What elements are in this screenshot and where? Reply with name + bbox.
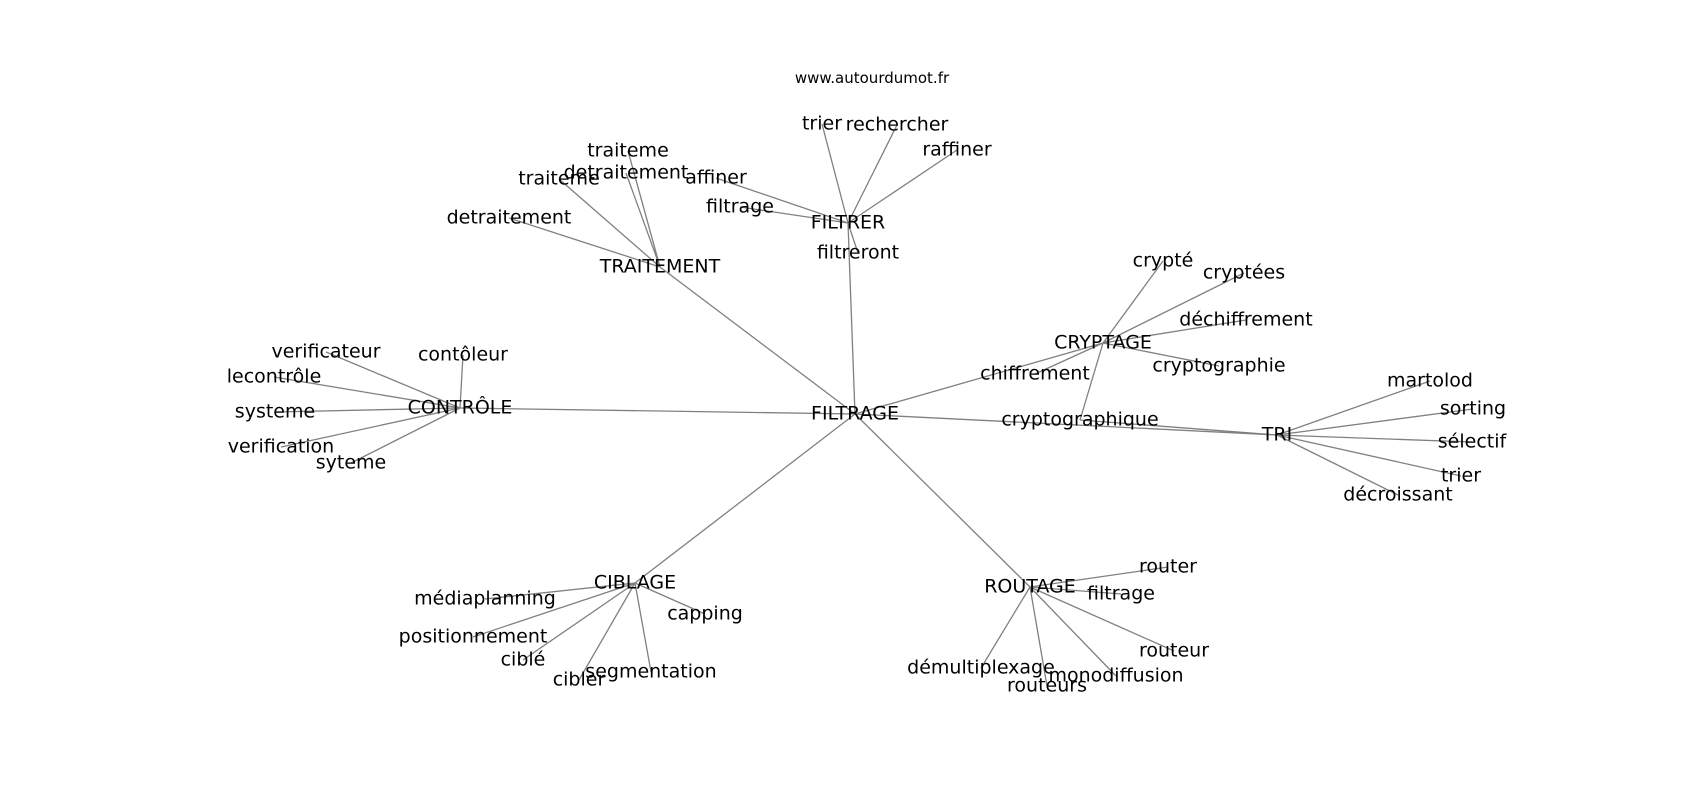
edge-ciblage-segmentation (634, 582, 652, 673)
node-trier_t[interactable]: trier (1441, 465, 1481, 487)
edge-filtrage-traitement (659, 266, 856, 415)
edge-tri-martolod (1276, 380, 1431, 436)
edge-tri-trier_t (1276, 434, 1462, 477)
node-affiner[interactable]: affiner (685, 167, 747, 189)
edge-cryptage-cryptographique (1079, 342, 1104, 421)
node-demultiplexage[interactable]: démultiplexage (907, 657, 1055, 679)
edge-filtrage-cryptage (854, 342, 1104, 415)
node-routage[interactable]: ROUTAGE (984, 576, 1076, 598)
edge-tri-cryptographique (1079, 419, 1278, 436)
node-lecontrole[interactable]: lecontrôle (227, 366, 322, 388)
node-cryptage[interactable]: CRYPTAGE (1054, 332, 1152, 354)
edge-filtrer-rechercher (847, 124, 898, 224)
node-contoleur[interactable]: contôleur (418, 344, 508, 366)
node-cryptees[interactable]: cryptées (1203, 262, 1285, 284)
edge-filtrage-ciblage (634, 413, 856, 584)
edge-controle-lecontrole (273, 376, 461, 409)
edge-ciblage-mediaplanning (484, 582, 636, 600)
edge-controle-verificateur (325, 351, 461, 409)
node-segmentation[interactable]: segmentation (585, 661, 716, 683)
node-tri[interactable]: TRI (1261, 424, 1292, 446)
node-trier[interactable]: trier (802, 113, 842, 135)
node-traiteme2[interactable]: traiteme (518, 168, 600, 190)
edge-tri-selectif (1276, 434, 1473, 443)
edge-controle-systeme (274, 407, 461, 413)
node-crypte[interactable]: crypté (1133, 250, 1194, 272)
node-routeur[interactable]: routeur (1139, 640, 1209, 662)
edge-controle-verification (280, 407, 461, 448)
edge-ciblage-capping (634, 582, 706, 615)
node-positionnement[interactable]: positionnement (399, 626, 548, 648)
node-monodiffusion[interactable]: monodiffusion (1048, 665, 1183, 687)
edge-routage-routeurs (1029, 586, 1048, 687)
edge-routage-router (1029, 566, 1169, 588)
node-rechercher[interactable]: rechercher (846, 114, 949, 136)
node-capping[interactable]: capping (667, 603, 743, 625)
node-systeme[interactable]: systeme (235, 401, 315, 423)
node-syteme[interactable]: syteme (316, 452, 386, 474)
node-martolod[interactable]: martolod (1387, 370, 1473, 392)
edge-filtrer-trier (821, 123, 849, 224)
edge-filtrage-filtrer (847, 222, 856, 415)
edge-routage-demultiplexage (980, 586, 1031, 669)
edge-routage-monodiffusion (1029, 586, 1117, 677)
edge-cryptage-chiffrement (1034, 342, 1104, 375)
node-raffiner[interactable]: raffiner (922, 139, 992, 161)
node-filtreront[interactable]: filtreront (817, 242, 899, 264)
node-filtrage_r[interactable]: filtrage (1087, 583, 1155, 605)
node-verificateur[interactable]: verificateur (271, 341, 380, 363)
node-filtrer[interactable]: FILTRER (811, 212, 886, 234)
node-dechiffrement[interactable]: déchiffrement (1179, 309, 1312, 331)
node-ciblage[interactable]: CIBLAGE (594, 572, 676, 594)
edge-traitement-detraitement2 (508, 217, 661, 268)
node-cryptographie[interactable]: cryptographie (1152, 355, 1285, 377)
edge-routage-routeur (1029, 586, 1175, 652)
edge-traitement-traiteme2 (558, 178, 661, 268)
node-router[interactable]: router (1139, 556, 1197, 578)
node-selectif[interactable]: sélectif (1438, 431, 1508, 453)
edge-filtrer-filtrage_f (739, 206, 849, 224)
graph-edges (273, 123, 1474, 687)
node-verification[interactable]: verification (228, 436, 334, 458)
node-mediaplanning[interactable]: médiaplanning (414, 588, 556, 610)
edge-ciblage-cibler (578, 582, 636, 681)
edge-cryptage-cryptographie (1102, 342, 1220, 367)
node-cibler[interactable]: cibler (553, 669, 606, 691)
edge-ciblage-positionnement (472, 582, 636, 638)
edge-filtrage-routage (854, 413, 1031, 588)
edge-filtrage-tri (854, 413, 1278, 436)
edge-tri-decroissant (1276, 434, 1399, 496)
node-sorting[interactable]: sorting (1440, 398, 1506, 420)
edge-cryptage-crypte (1102, 260, 1164, 344)
edge-controle-syteme (350, 407, 461, 464)
edge-filtrer-filtreront (847, 222, 859, 254)
edge-controle-contoleur (459, 354, 464, 409)
node-detraitement1[interactable]: detraitement (564, 162, 689, 184)
edge-filtrer-affiner (715, 177, 849, 224)
node-cryptographique[interactable]: cryptographique (1001, 409, 1158, 431)
node-detraitement2[interactable]: detraitement (447, 207, 572, 229)
edge-routage-filtrage_r (1029, 586, 1122, 595)
edge-tri-sorting (1276, 408, 1474, 436)
node-traiteme1[interactable]: traiteme (587, 140, 669, 162)
node-filtrage[interactable]: FILTRAGE (811, 403, 899, 425)
credit-label[interactable]: www.autourdumot.fr (795, 69, 950, 87)
edge-cryptage-cryptees (1102, 272, 1245, 344)
node-filtrage_f[interactable]: filtrage (706, 196, 774, 218)
node-traitement[interactable]: TRAITEMENT (599, 256, 721, 278)
edge-cryptage-dechiffrement (1102, 319, 1247, 344)
edge-traitement-detraitement1 (625, 172, 661, 268)
node-routeurs[interactable]: routeurs (1007, 675, 1087, 697)
edge-ciblage-cible (522, 582, 636, 661)
node-decroissant[interactable]: décroissant (1343, 484, 1452, 506)
edge-filtrage-controle (459, 407, 856, 415)
edge-filtrer-raffiner (847, 149, 958, 224)
node-chiffrement[interactable]: chiffrement (980, 363, 1090, 385)
edge-traitement-traiteme1 (627, 150, 661, 268)
node-cible[interactable]: ciblé (501, 649, 546, 671)
node-controle[interactable]: CONTRÔLE (408, 395, 513, 419)
